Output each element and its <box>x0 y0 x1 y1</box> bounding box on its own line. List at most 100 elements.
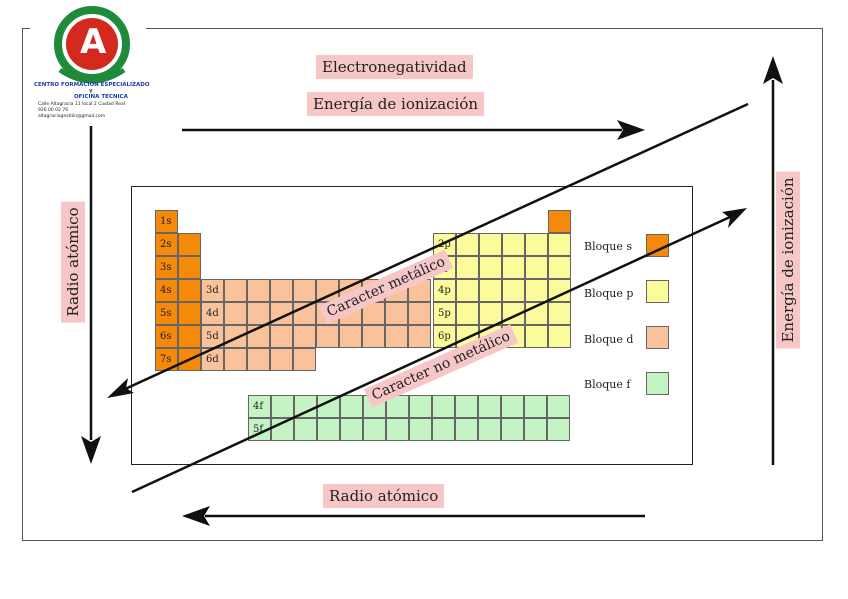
d-block-cell <box>339 325 362 348</box>
p-block-cell <box>479 279 502 302</box>
p-block-cell <box>548 256 571 279</box>
legend-swatch-p <box>646 280 669 303</box>
arrow-right-head <box>763 56 783 84</box>
p-block-cell <box>548 233 571 256</box>
d-block-cell <box>293 325 316 348</box>
cell-5s-b <box>178 302 201 325</box>
arrow-metalico-head <box>107 378 134 398</box>
f-block-cell <box>271 418 294 441</box>
p-block-cell <box>525 233 548 256</box>
cell-5s: 5s <box>155 302 178 325</box>
d-block-cell <box>224 279 247 302</box>
label-energia-right: Energía de ionización <box>776 171 800 349</box>
d-block-cell <box>385 325 408 348</box>
p-block-cell <box>502 233 525 256</box>
d-block-cell <box>224 348 247 371</box>
p-block-cell <box>456 279 479 302</box>
arrow-left-head <box>81 436 101 464</box>
f-block-cell <box>432 418 455 441</box>
cell-4f: 4f <box>248 395 271 418</box>
legend-swatch-d <box>646 326 669 349</box>
logo-brand: ALTAGRACIA <box>71 74 106 80</box>
cell-3d: 3d <box>201 279 224 302</box>
logo-line1: CENTRO FORMACION ESPECIALIZADO <box>34 82 150 88</box>
logo-letter: A <box>80 22 107 62</box>
cell-4s-b <box>178 279 201 302</box>
f-block-cell <box>317 418 340 441</box>
d-block-cell <box>385 302 408 325</box>
d-block-cell <box>224 302 247 325</box>
logo-address: Calle Altagracia 11 local 2 Ciudad Real <box>38 102 126 107</box>
d-block-cell <box>408 325 431 348</box>
p-block-cell <box>502 279 525 302</box>
f-block-cell <box>409 418 432 441</box>
label-radio-left: Radio atómico <box>61 201 85 323</box>
p-block-cell <box>479 233 502 256</box>
f-block-cell <box>524 395 547 418</box>
d-block-cell <box>270 348 293 371</box>
label-energia-top: Energía de ionización <box>307 92 485 116</box>
cell-3s-b <box>178 256 201 279</box>
cell-5d: 5d <box>201 325 224 348</box>
arrow-top-head <box>617 120 645 140</box>
d-block-cell <box>362 325 385 348</box>
cell-he <box>548 210 571 233</box>
p-block-cell <box>479 302 502 325</box>
d-block-cell <box>316 325 339 348</box>
d-block-cell <box>293 302 316 325</box>
p-block-cell <box>456 302 479 325</box>
logo-line3: OFICINA TECNICA <box>74 94 128 100</box>
logo-email: altagraciagestión@gmail.com <box>38 114 106 119</box>
label-electronegatividad: Electronegatividad <box>316 55 473 79</box>
d-block-cell <box>293 279 316 302</box>
f-block-cell <box>271 395 294 418</box>
d-block-cell <box>293 348 316 371</box>
d-block-cell <box>247 348 270 371</box>
p-block-cell <box>525 325 548 348</box>
cell-4d: 4d <box>201 302 224 325</box>
legend-label-d: Bloque d <box>584 333 634 346</box>
legend-swatch-f <box>646 372 669 395</box>
cell-6s-b <box>178 325 201 348</box>
f-block-cell <box>455 418 478 441</box>
p-block-cell <box>548 325 571 348</box>
d-block-cell <box>247 279 270 302</box>
cell-2s: 2s <box>155 233 178 256</box>
label-radio-bottom: Radio atómico <box>323 484 445 508</box>
d-block-cell <box>247 302 270 325</box>
f-block-cell <box>294 418 317 441</box>
p-block-cell <box>502 256 525 279</box>
p-block-cell <box>525 279 548 302</box>
p-block-cell <box>548 302 571 325</box>
f-block-cell <box>478 418 501 441</box>
arrow-no-metalico-head <box>722 208 747 228</box>
f-block-cell <box>432 395 455 418</box>
d-block-cell <box>270 325 293 348</box>
f-block-cell <box>409 395 432 418</box>
legend-label-p: Bloque p <box>584 287 634 300</box>
f-block-cell <box>478 395 501 418</box>
d-block-cell <box>408 302 431 325</box>
f-block-cell <box>547 395 570 418</box>
logo-phone: 926 00 02 76 <box>38 108 69 113</box>
f-block-cell <box>455 395 478 418</box>
cell-5p: 5p <box>433 302 456 325</box>
legend-label-f: Bloque f <box>584 378 631 391</box>
f-block-cell <box>386 418 409 441</box>
f-block-cell <box>340 395 363 418</box>
d-block-cell <box>270 279 293 302</box>
legend-label-s: Bloque s <box>584 240 633 253</box>
periodic-table-box <box>131 186 693 465</box>
p-block-cell <box>525 256 548 279</box>
cell-4p: 4p <box>433 279 456 302</box>
f-block-cell <box>340 418 363 441</box>
cell-3s: 3s <box>155 256 178 279</box>
f-block-cell <box>524 418 547 441</box>
cell-4s: 4s <box>155 279 178 302</box>
f-block-cell <box>547 418 570 441</box>
arrow-bottom-head <box>182 506 210 526</box>
p-block-cell <box>479 256 502 279</box>
diagram-frame <box>22 28 823 541</box>
f-block-cell <box>501 395 524 418</box>
